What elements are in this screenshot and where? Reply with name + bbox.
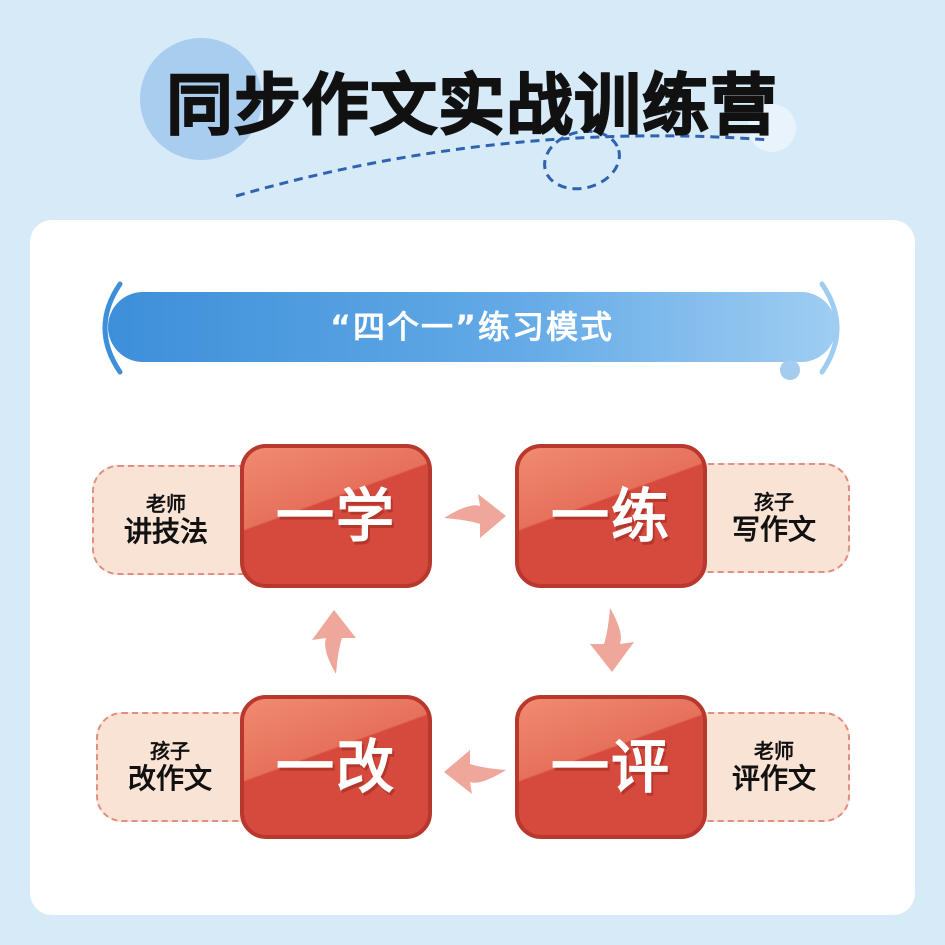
step-revise-label: 一改 <box>275 733 396 801</box>
arrow-down-icon <box>590 608 634 672</box>
arrow-up-icon <box>312 610 356 674</box>
step-practice: 一练 <box>515 444 707 588</box>
page-title: 同步作文实战训练营 <box>166 66 779 145</box>
step-review: 一评 <box>515 695 707 839</box>
side-label-learn-who: 老师 <box>146 492 186 516</box>
decor-dot <box>780 360 800 380</box>
step-learn-label: 一学 <box>275 482 396 550</box>
side-label-practice-action: 写作文 <box>731 513 816 546</box>
side-label-review-who: 老师 <box>754 739 794 763</box>
side-label-practice-who: 孩子 <box>754 490 794 514</box>
arrow-left-icon <box>444 750 506 794</box>
mode-banner <box>108 292 836 362</box>
step-revise: 一改 <box>240 695 432 839</box>
side-label-revise-action: 改作文 <box>127 762 212 795</box>
side-label-review-action: 评作文 <box>731 762 816 795</box>
side-label-learn-action: 讲技法 <box>123 515 208 548</box>
decor-circle-large <box>140 38 262 160</box>
step-review-label: 一评 <box>550 733 671 801</box>
decor-dashed-curve <box>235 129 771 198</box>
decor-circle-small <box>748 104 796 152</box>
step-learn: 一学 <box>240 444 432 588</box>
arrow-right-icon <box>444 494 506 538</box>
step-practice-label: 一练 <box>550 482 671 550</box>
mode-banner-text: “四个一”练习模式 <box>329 308 615 346</box>
side-label-revise-who: 孩子 <box>150 739 190 763</box>
